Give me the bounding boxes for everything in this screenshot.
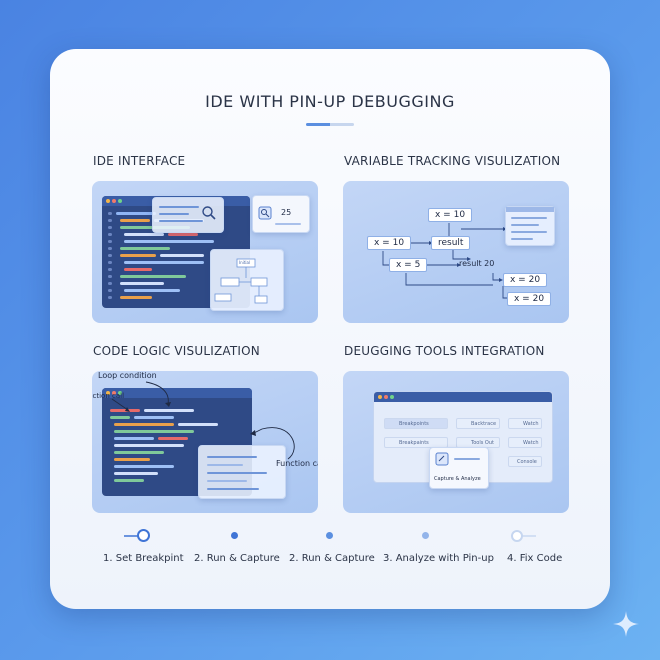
capture-analyze-label: Capture & Analyze (434, 476, 481, 482)
function-call-label-right: Function call (276, 459, 318, 468)
capture-analyze-popup[interactable]: Capture & Analyze (429, 447, 489, 489)
ide-value-popup[interactable]: 25 (252, 195, 310, 233)
variable-tracking-panel: x = 10 x = 10 result x = 5 result 20 x =… (343, 181, 569, 323)
step-node-2[interactable] (231, 532, 238, 539)
function-call-label-left: Function call (92, 392, 125, 400)
step-label-1: 1. Set Breakpint (103, 553, 184, 564)
var-box-1[interactable]: x = 10 (428, 208, 473, 222)
var-box-2[interactable]: x = 10 (367, 236, 412, 250)
main-card (50, 49, 610, 609)
logic-annotation-arrows (111, 381, 295, 460)
step-label-2: 2. Run & Capture (194, 553, 280, 564)
step-node-5[interactable] (511, 530, 523, 542)
sparkle-icon (613, 611, 639, 637)
var-box-3[interactable]: result (431, 236, 471, 250)
flow-diagram (214, 258, 268, 304)
var-box-7[interactable]: x = 20 (507, 292, 552, 306)
variable-tracking-heading: VARIABLE TRACKING VISULIZATION (344, 154, 561, 168)
logic-pinned-popup[interactable] (198, 445, 286, 499)
debugging-tools-panel: Breakpoints Backtrace Watch Breakpaints … (343, 371, 569, 513)
title-underline (306, 123, 354, 126)
debugging-tools-heading: DEUGGING TOOLS INTEGRATION (344, 344, 545, 358)
breakpaints-button[interactable]: Breakpaints (384, 437, 448, 448)
ide-interface-heading: IDE INTERFACE (93, 154, 186, 168)
ide-interface-panel: 25 Initial (92, 181, 318, 323)
step-node-3[interactable] (326, 532, 333, 539)
step-node-4[interactable] (422, 532, 429, 539)
loop-condition-label: Loop condition (98, 371, 157, 380)
watch-button-2[interactable]: Watch (508, 437, 542, 448)
var-box-6[interactable]: x = 20 (503, 273, 548, 287)
page-title: IDE WITH PIN-UP DEBUGGING (205, 92, 455, 111)
ide-popup-value: 25 (281, 208, 292, 217)
inspect-icon (258, 206, 272, 220)
console-button[interactable]: Console (508, 456, 542, 467)
code-logic-panel: Loop condition Function call Function ca… (92, 371, 318, 513)
step-label-5: 4. Fix Code (507, 553, 563, 564)
backtrace-button[interactable]: Backtrace (456, 418, 500, 429)
var-box-5: result 20 (459, 259, 495, 268)
step-label-4: 3. Analyze with Pin-up (383, 553, 494, 564)
step-node-1[interactable] (137, 529, 150, 542)
step-label-3: 2. Run & Capture (289, 553, 375, 564)
magnifier-icon (202, 206, 216, 220)
variable-inspector-popup[interactable] (505, 206, 555, 246)
ide-pinned-popup[interactable] (152, 197, 224, 233)
code-logic-heading: CODE LOGIC VISULIZATION (93, 344, 260, 358)
capture-icon (435, 452, 449, 466)
var-box-4[interactable]: x = 5 (389, 258, 428, 272)
watch-button[interactable]: Watch (508, 418, 542, 429)
ide-diagram-popup[interactable]: Initial (210, 249, 284, 311)
diagram-label: Initial (239, 260, 251, 265)
breakpoints-button[interactable]: Breakpoints (384, 418, 448, 429)
